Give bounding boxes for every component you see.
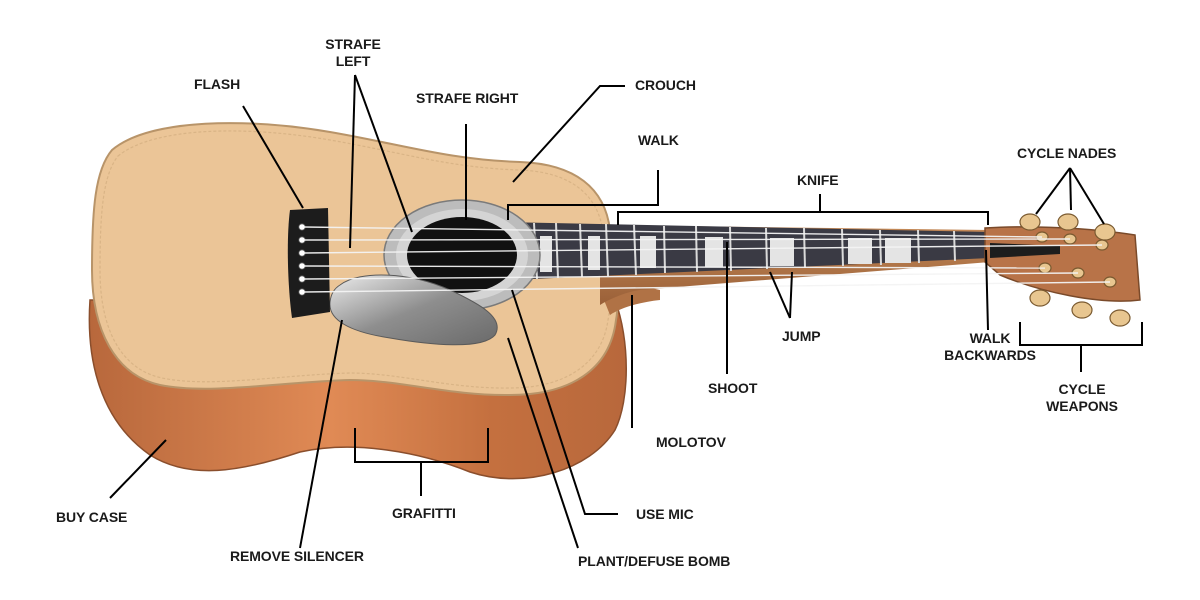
label-use-mic: USE MIC [636, 506, 694, 522]
label-shoot: SHOOT [708, 380, 758, 396]
label-plant-defuse-bomb: PLANT/DEFUSE BOMB [578, 553, 731, 569]
label-walk-backwards-line1: WALK [969, 330, 1011, 346]
headstock [984, 226, 1141, 302]
label-remove-silencer: REMOVE SILENCER [230, 548, 364, 564]
label-strafe-left: STRAFE LEFT [318, 36, 388, 70]
leader-lines [109, 74, 1143, 549]
body-binding [99, 130, 611, 389]
label-cycle-weapons-line2: WEAPONS [1046, 398, 1118, 414]
fret-inlays [540, 236, 911, 272]
label-strafe-right: STRAFE RIGHT [416, 90, 519, 106]
label-flash: FLASH [194, 76, 241, 92]
pickguard [329, 274, 498, 346]
soundhole [407, 217, 517, 293]
label-knife: KNIFE [797, 172, 839, 188]
label-buy-case: BUY CASE [56, 509, 128, 525]
headstock-slot [990, 243, 1060, 258]
label-walk: WALK [638, 132, 679, 148]
label-molotov: MOLOTOV [656, 434, 726, 450]
strings [303, 226, 1111, 293]
label-cycle-weapons: CYCLE WEAPONS [1030, 381, 1134, 415]
label-cycle-nades: CYCLE NADES [1017, 145, 1117, 161]
label-jump: JUMP [782, 328, 821, 344]
label-cycle-weapons-line1: CYCLE [1058, 381, 1106, 397]
fretboard [500, 222, 990, 280]
label-strafe-left-line1: STRAFE [325, 36, 381, 52]
bridge [287, 208, 330, 318]
label-crouch: CROUCH [635, 77, 696, 93]
label-walk-backwards-line2: BACKWARDS [944, 347, 1036, 363]
label-grafitti: GRAFITTI [392, 505, 456, 521]
label-strafe-left-line2: LEFT [335, 53, 371, 69]
label-walk-backwards: WALK BACKWARDS [938, 330, 1042, 364]
